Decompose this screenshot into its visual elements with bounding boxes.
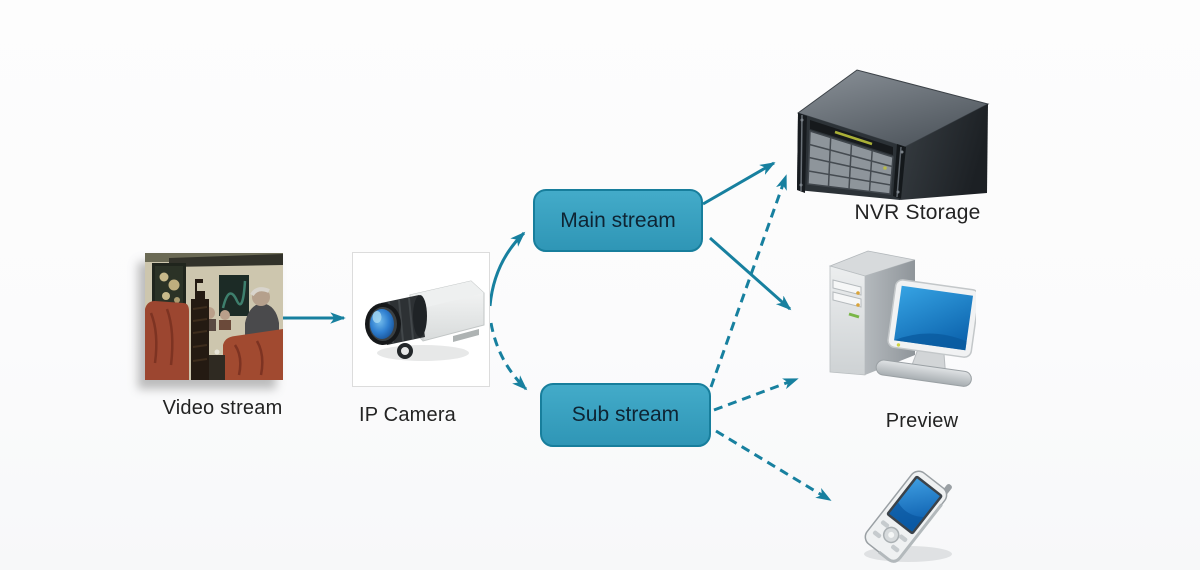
edge-ip_camera-to-sub_stream [489, 322, 528, 391]
video-stream-photo-image [145, 253, 283, 380]
main-stream-box-label: Main stream [560, 208, 676, 232]
edge-main_stream-to-preview [709, 236, 792, 311]
ip-camera-icon [365, 280, 485, 361]
edge-sub_stream-to-preview [713, 377, 799, 412]
preview-label: Preview [885, 410, 959, 432]
edge-sub_stream-to-mobile_device [715, 429, 832, 502]
mobile-device-icon [864, 470, 952, 563]
sub-stream-box: Sub stream [540, 383, 711, 447]
edge-main_stream-to-nvr_storage [702, 161, 776, 206]
nvr-storage-label: NVR Storage [854, 201, 981, 224]
video-stream-label: Video stream [162, 397, 283, 419]
desktop-computer-icon [828, 250, 976, 387]
video-stream-photo [145, 253, 283, 380]
nvr-server-icon [796, 69, 990, 200]
edge-sub_stream-to-nvr_storage [709, 174, 788, 388]
sub-stream-box-label: Sub stream [571, 403, 680, 426]
ip-camera-frame [352, 252, 490, 387]
edge-ip_camera-to-main_stream [488, 231, 526, 307]
main-stream-box: Main stream [533, 189, 703, 252]
ip-camera-label: IP Camera [358, 404, 457, 426]
